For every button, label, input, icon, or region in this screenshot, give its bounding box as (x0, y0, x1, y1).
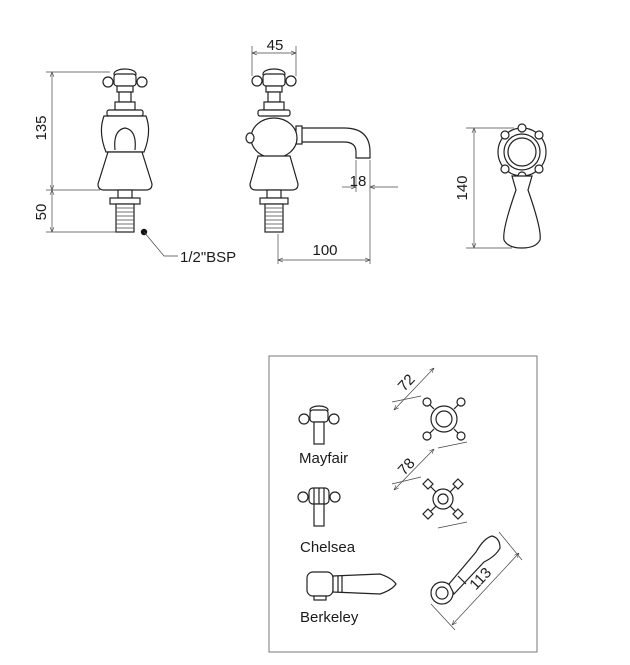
thread-size-label: 1/2"BSP (180, 249, 236, 266)
dim-side-height: 140 (454, 175, 471, 200)
chelsea-handle-side-icon (297, 487, 341, 527)
side-view-tap (245, 46, 398, 264)
mayfair-handle-side-icon (298, 405, 340, 445)
rear-view-tap (466, 123, 547, 249)
dim-spout-drop: 18 (350, 173, 367, 190)
dim-spout-reach: 100 (312, 242, 337, 259)
mayfair-handle-top-icon (391, 368, 468, 449)
dim-height-base: 50 (33, 204, 50, 221)
front-view-tap (46, 68, 178, 257)
handle-name-berkeley: Berkeley (300, 609, 359, 626)
chelsea-handle-top-icon (391, 449, 468, 529)
handle-options-box (268, 355, 538, 653)
dim-chelsea-span: 78 (395, 455, 419, 479)
handle-name-mayfair: Mayfair (299, 450, 348, 467)
dim-handle-width: 45 (267, 37, 284, 54)
handle-name-chelsea: Chelsea (300, 539, 356, 556)
dim-mayfair-span: 72 (395, 371, 419, 395)
dim-height-top: 135 (33, 115, 50, 140)
berkeley-handle-side-icon (306, 571, 397, 601)
berkeley-handle-top-icon (430, 531, 523, 631)
